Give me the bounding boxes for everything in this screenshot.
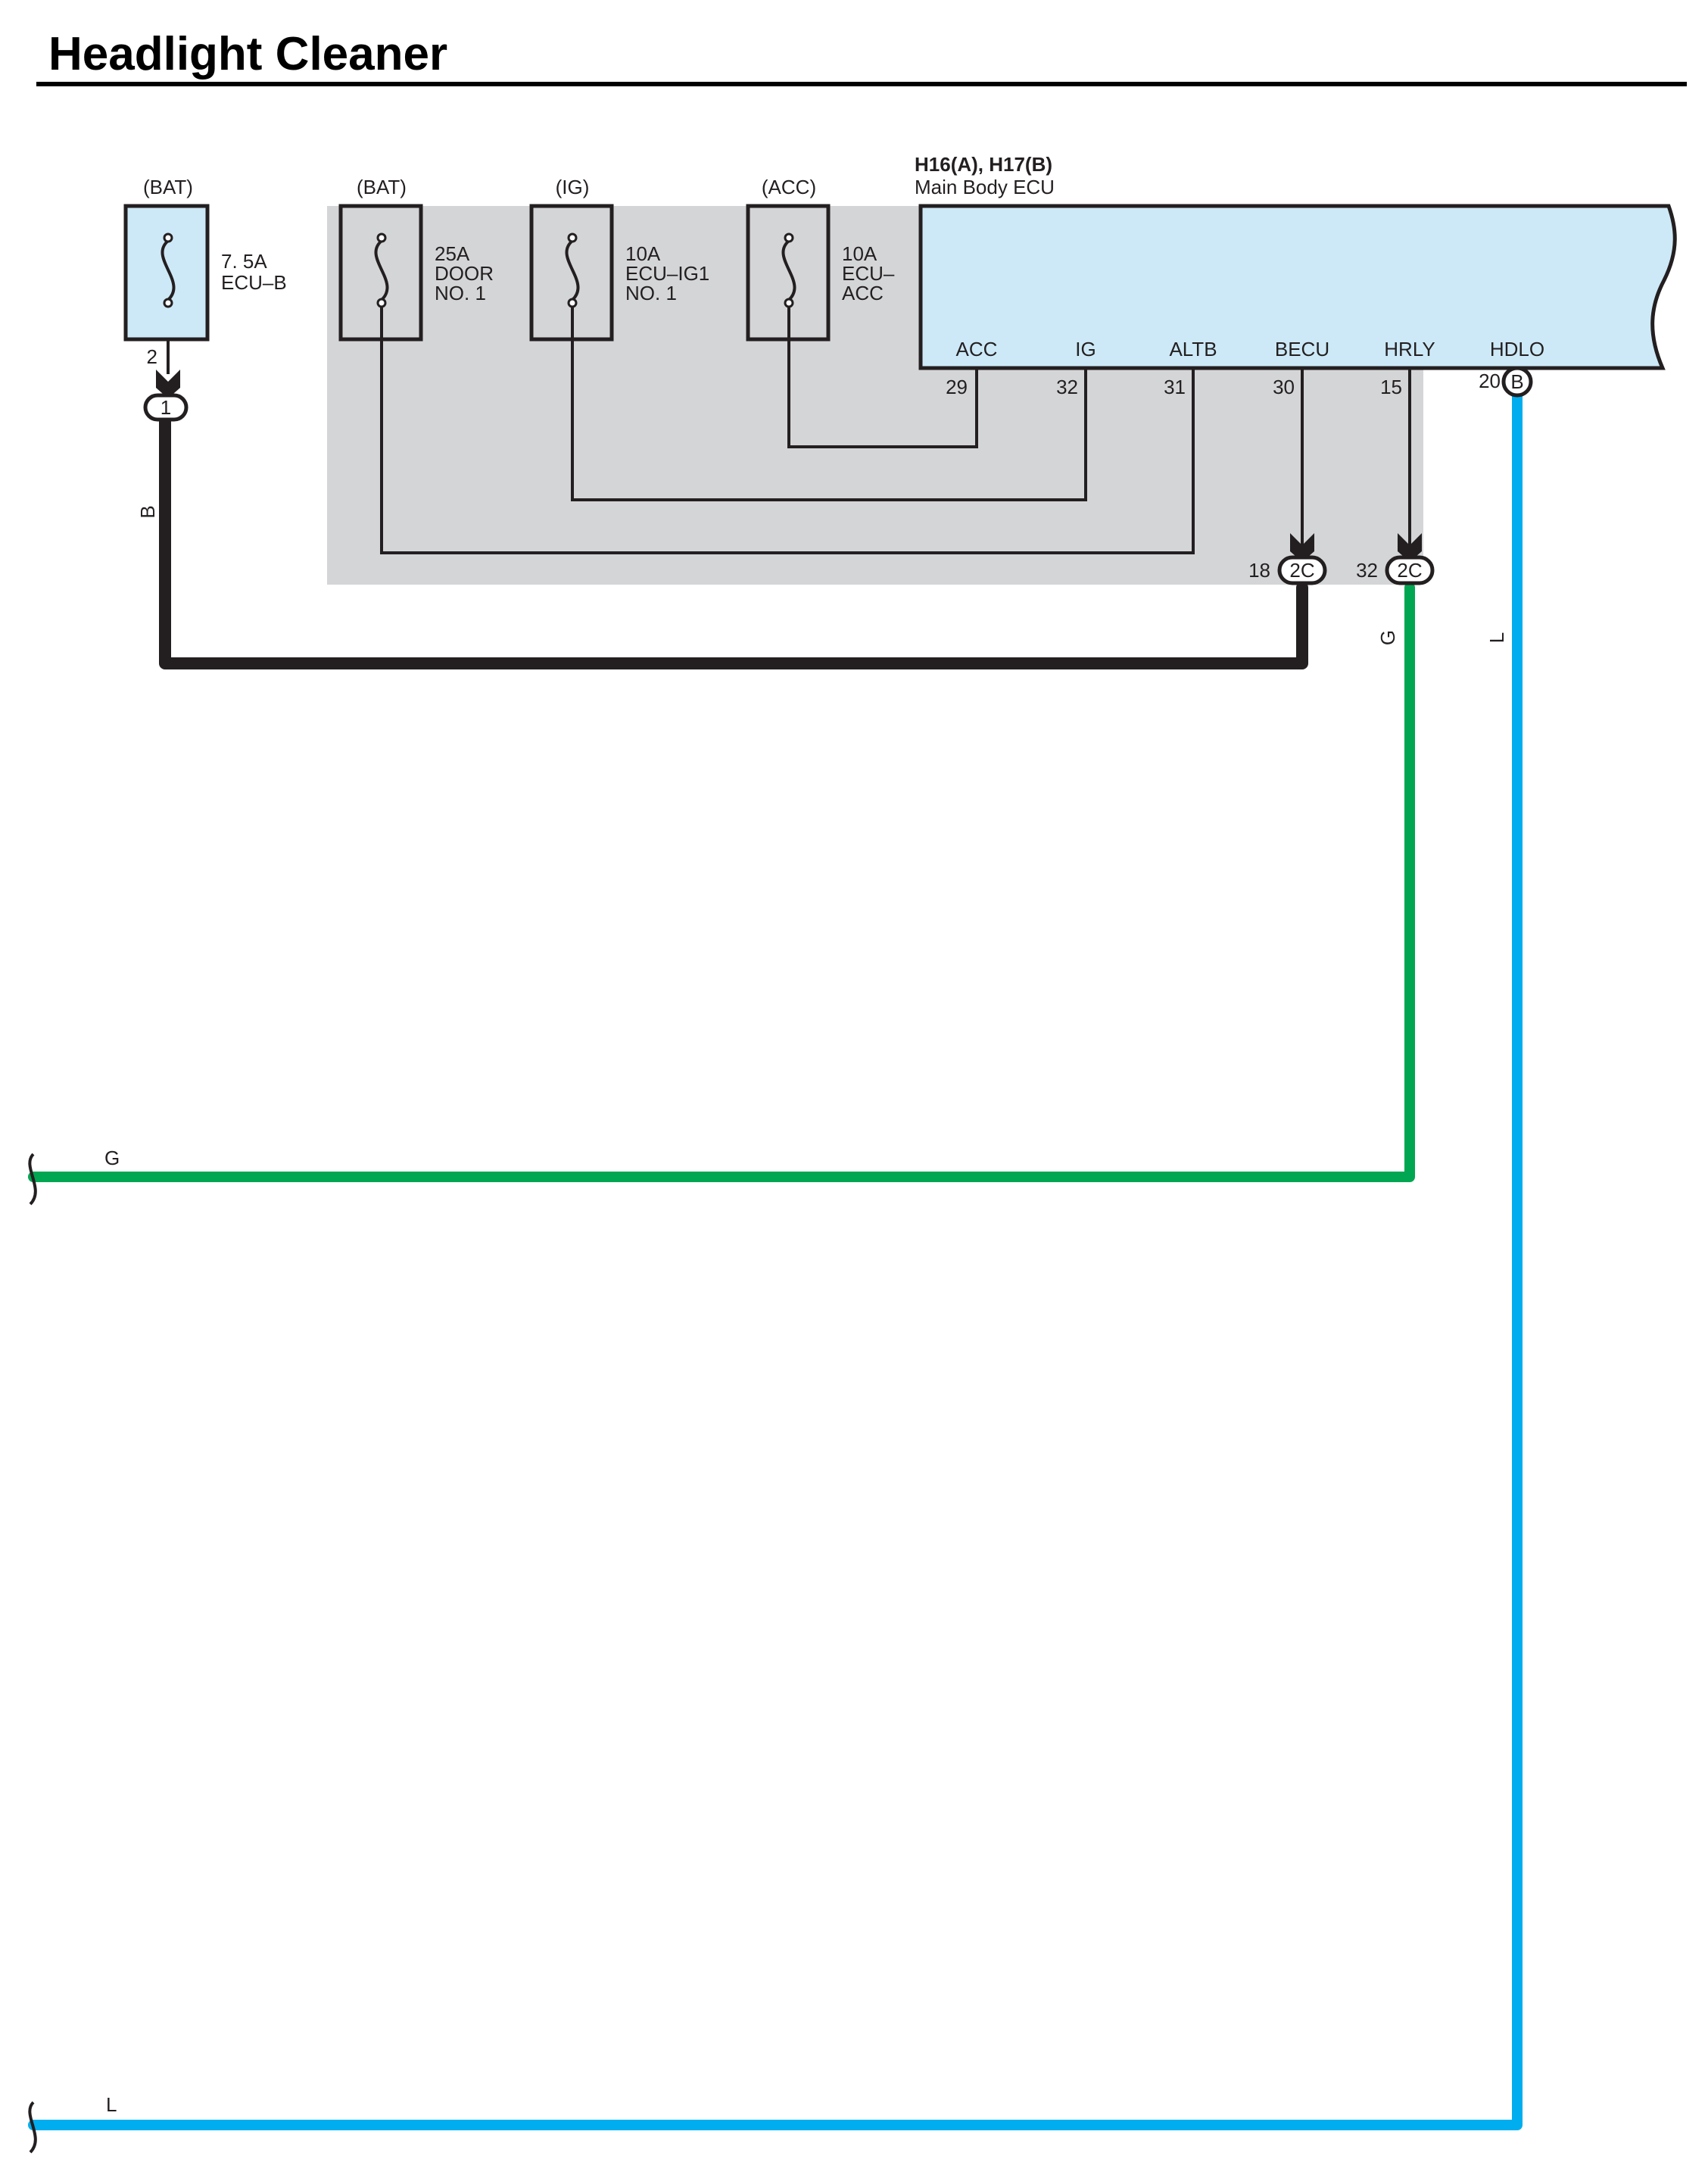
terminal-acc: ACC (956, 338, 998, 360)
fuse-terminal-dot (376, 298, 387, 308)
terminal-hdlo: HDLO (1490, 338, 1544, 360)
fuse-door-box (338, 204, 423, 342)
arrow-down-icon (1398, 533, 1422, 562)
fuse-door-source: (BAT) (357, 176, 407, 198)
fuse-acc-rating: 10A (842, 242, 877, 265)
fuse-ig1-box (529, 204, 614, 342)
fuse-element-icon (374, 239, 389, 301)
fuse-terminal-dot (163, 232, 173, 243)
fuse-ecu-b-pin: 2 (147, 345, 157, 368)
ecu-code-label: H16(A), H17(B) (915, 153, 1052, 176)
wire-label-green: G (104, 1147, 120, 1169)
page-title: Headlight Cleaner (48, 28, 447, 80)
fuse-element-icon (781, 239, 796, 301)
junction-pin: 32 (1356, 559, 1378, 582)
fuse-acc-box (746, 204, 831, 342)
wire-ig1-fuse-to-ig (571, 298, 1087, 501)
fuse-door-rating: 25A (435, 242, 470, 265)
fuse-ig1-source: (IG) (556, 176, 590, 198)
wire-blue (28, 385, 1523, 2130)
arrow-down-icon (1290, 533, 1314, 562)
connector-oval (1385, 555, 1435, 585)
connector-oval (1277, 555, 1327, 585)
fuse-acc-name: ECU– (842, 262, 895, 285)
wire-green (28, 582, 1415, 1182)
terminal-altb: ALTB (1169, 338, 1217, 360)
wire-black (159, 410, 1308, 669)
fuse-door-name: DOOR (435, 262, 494, 285)
fuse-door-no1: (BAT) 25A DOOR NO. 1 (338, 176, 494, 342)
fuse-ig1-name: ECU–IG1 (625, 262, 709, 285)
fuse-ecu-acc: (ACC) 10A ECU– ACC (746, 176, 895, 342)
fuse-ig1-number: NO. 1 (625, 282, 677, 304)
fuse-ecu-b-box (123, 204, 210, 342)
junction-pin: 18 (1248, 559, 1270, 582)
fuse-acc-source: (ACC) (762, 176, 816, 198)
terminal-ig: IG (1075, 338, 1096, 360)
fuse-ecu-b-name: ECU–B (221, 271, 287, 294)
terminal-hrly: HRLY (1384, 338, 1435, 360)
main-body-ecu-box (918, 204, 1677, 370)
wire-acc-fuse-to-acc (787, 298, 978, 448)
fuse-acc-name-2: ACC (842, 282, 884, 304)
arrow-down-icon (156, 370, 180, 398)
fuse-terminal-dot (784, 298, 794, 308)
pin-hdlo: 20 (1479, 370, 1501, 392)
fuse-ecu-b-source: (BAT) (143, 176, 193, 198)
pin-acc: 29 (946, 376, 968, 398)
fuse-ecu-ig1-no1: (IG) 10A ECU–IG1 NO. 1 (529, 176, 709, 342)
harness-wires (28, 385, 1523, 2130)
wire-break-icon (28, 2101, 37, 2154)
fuse-door-number: NO. 1 (435, 282, 486, 304)
wire-break-icon (28, 1153, 37, 1206)
fuse-terminal-dot (376, 232, 387, 243)
junction-code: 2C (1289, 559, 1314, 582)
fuse-ecu-b-rating: 7. 5A (221, 250, 267, 273)
ecu-terminals: ACC IG ALTB BECU HRLY HDLO 29 32 31 30 1… (946, 338, 1544, 398)
pin-ig: 32 (1056, 376, 1078, 398)
fuse-terminal-dot (567, 298, 578, 308)
title-underline (36, 82, 1687, 86)
pin-hrly: 15 (1380, 376, 1402, 398)
wire-door-fuse-to-altb (380, 298, 1195, 554)
pin-altb: 31 (1164, 376, 1186, 398)
fuse-terminal-dot (163, 298, 173, 308)
junction-connector-2c-18: 2C 18 (1248, 555, 1327, 585)
fuse-element-icon (565, 239, 580, 301)
fuse-terminal-dot (784, 232, 794, 243)
wire-label-blue-vertical: L (1485, 632, 1508, 643)
wire-label-black: B (136, 505, 159, 518)
fuse-element-icon (161, 239, 176, 301)
junction-code: 2C (1397, 559, 1422, 582)
pin-becu: 30 (1273, 376, 1295, 398)
junction-connector-2c-32: 2C 32 (1356, 555, 1435, 585)
terminal-becu: BECU (1275, 338, 1329, 360)
connector-circle (1501, 366, 1533, 398)
connector-1-code: 1 (161, 396, 171, 419)
fuse-terminal-dot (567, 232, 578, 243)
fuse-ecu-b: (BAT) 7. 5A ECU–B 2 (123, 176, 287, 368)
wire-label-blue: L (106, 2093, 117, 2116)
connector-oval (143, 393, 189, 422)
ecu-name-label: Main Body ECU (915, 176, 1055, 198)
connector-1: 1 (143, 393, 189, 422)
fuse-ig1-rating: 10A (625, 242, 661, 265)
wire-label-green-vertical: G (1376, 630, 1399, 645)
connector-b-code: B (1510, 370, 1523, 393)
connector-b-hdlo: B (1501, 366, 1533, 398)
